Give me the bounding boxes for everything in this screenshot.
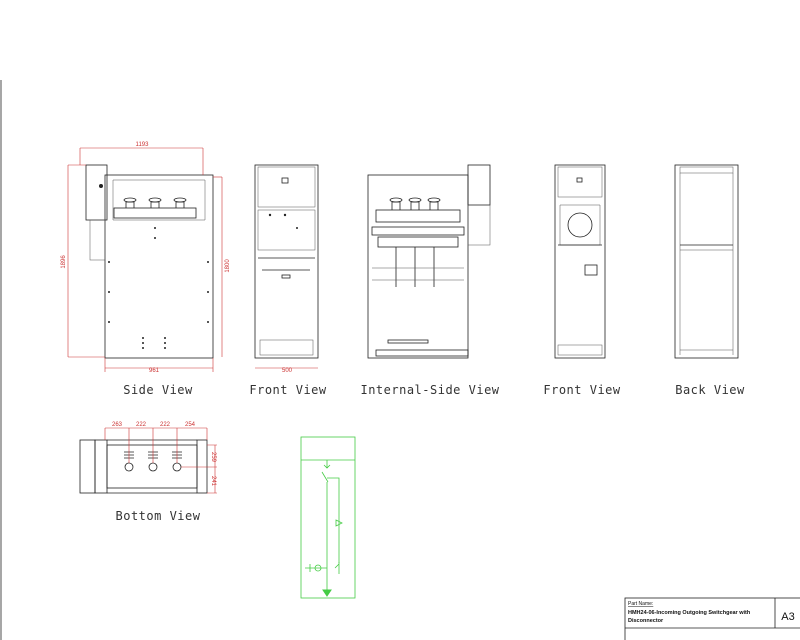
bottom-view-drawing: 263 222 222 254 259 241	[79, 422, 217, 494]
dim-bottom-259: 259	[210, 452, 216, 463]
part-name: HMH24-06-Incoming Outgoing Switchgear wi…	[628, 610, 751, 616]
label-front-view-2: Front View	[543, 383, 621, 397]
single-line-schematic	[300, 436, 356, 599]
dim-side-depth: 961	[149, 368, 160, 374]
dim-bottom-254: 254	[185, 422, 196, 428]
label-side-view: Side View	[123, 383, 193, 397]
dim-side-height: 1896	[61, 255, 67, 269]
label-bottom-view: Bottom View	[116, 509, 201, 523]
front-view-drawing: 500	[254, 164, 319, 374]
part-name-line2: Disconnector	[628, 618, 664, 624]
dim-bottom-222b: 222	[160, 422, 171, 428]
label-internal-side-view: Internal-Side View	[360, 383, 499, 397]
title-block: Part Name: HMH24-06-Incoming Outgoing Sw…	[624, 597, 800, 640]
control-box	[85, 164, 108, 221]
side-view-drawing	[85, 164, 214, 359]
dim-bottom-263: 263	[112, 422, 123, 428]
part-name-label: Part Name:	[628, 601, 653, 607]
side-view-dimensions: 1193 1896 1800 961	[61, 142, 231, 374]
internal-side-view-drawing	[367, 164, 491, 359]
dim-side-body-height: 1800	[225, 259, 231, 273]
label-back-view: Back View	[675, 383, 745, 397]
dim-side-width: 1193	[136, 142, 150, 148]
sheet-size: A3	[781, 611, 794, 623]
dim-bottom-222a: 222	[136, 422, 147, 428]
dim-bottom-241: 241	[210, 476, 216, 487]
label-front-view-1: Front View	[249, 383, 327, 397]
front-view-2-drawing	[554, 164, 606, 359]
dim-front-width: 500	[282, 368, 293, 374]
back-view-drawing	[674, 164, 739, 359]
